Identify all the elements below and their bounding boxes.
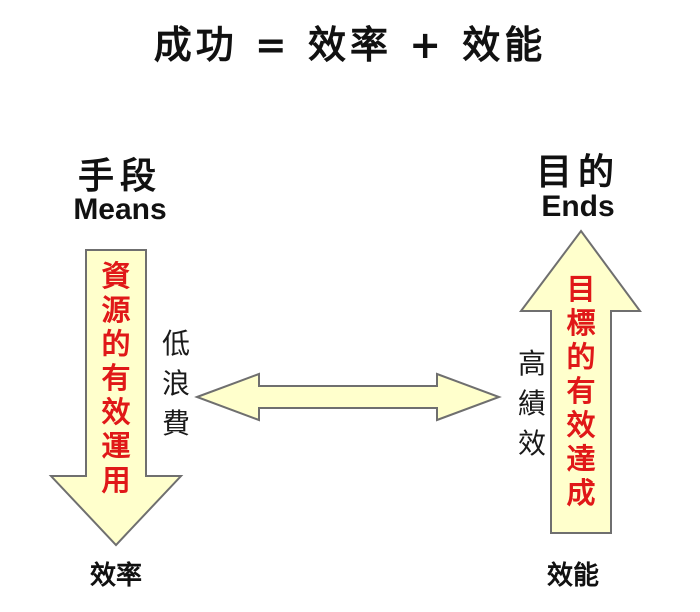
side-char: 效 (517, 427, 546, 460)
efficiency-label: 效率 (89, 561, 142, 591)
side-char: 浪 (161, 367, 190, 400)
low-waste-label: 低 浪 費 (156, 330, 196, 450)
arrow-char: 效 (566, 408, 596, 442)
up-arrow-text: 目 標 的 有 效 達 成 (561, 275, 601, 513)
diagram-title: 成功 = 效率 + 效能 (153, 23, 547, 67)
arrow-char: 有 (101, 361, 131, 395)
arrow-char: 的 (101, 327, 131, 361)
arrow-char: 資 (101, 259, 131, 293)
side-char: 費 (161, 407, 190, 440)
arrow-char: 目 (566, 272, 596, 306)
arrow-char: 標 (566, 306, 596, 340)
arrow-char: 有 (566, 374, 596, 408)
arrow-char: 的 (566, 340, 596, 374)
down-arrow (48, 249, 184, 547)
ends-heading-cn: 目的 (535, 152, 620, 193)
side-char: 績 (517, 387, 546, 420)
arrow-char: 成 (566, 476, 596, 510)
up-arrow (519, 229, 642, 534)
arrow-char: 效 (101, 395, 131, 429)
effectiveness-label: 效能 (546, 561, 599, 591)
down-arrow-text: 資 源 的 有 效 運 用 (96, 262, 136, 500)
arrow-char: 用 (101, 463, 131, 497)
double-headed-arrow (194, 372, 502, 422)
arrow-char: 運 (101, 429, 131, 463)
means-heading-en: Means (73, 193, 167, 226)
side-char: 低 (161, 327, 190, 360)
high-performance-label: 高 績 效 (512, 350, 552, 470)
arrow-char: 達 (566, 442, 596, 476)
arrow-char: 源 (101, 293, 131, 327)
means-heading-cn: 手段 (77, 156, 162, 197)
side-char: 高 (517, 347, 546, 380)
ends-heading-en: Ends (541, 190, 615, 223)
